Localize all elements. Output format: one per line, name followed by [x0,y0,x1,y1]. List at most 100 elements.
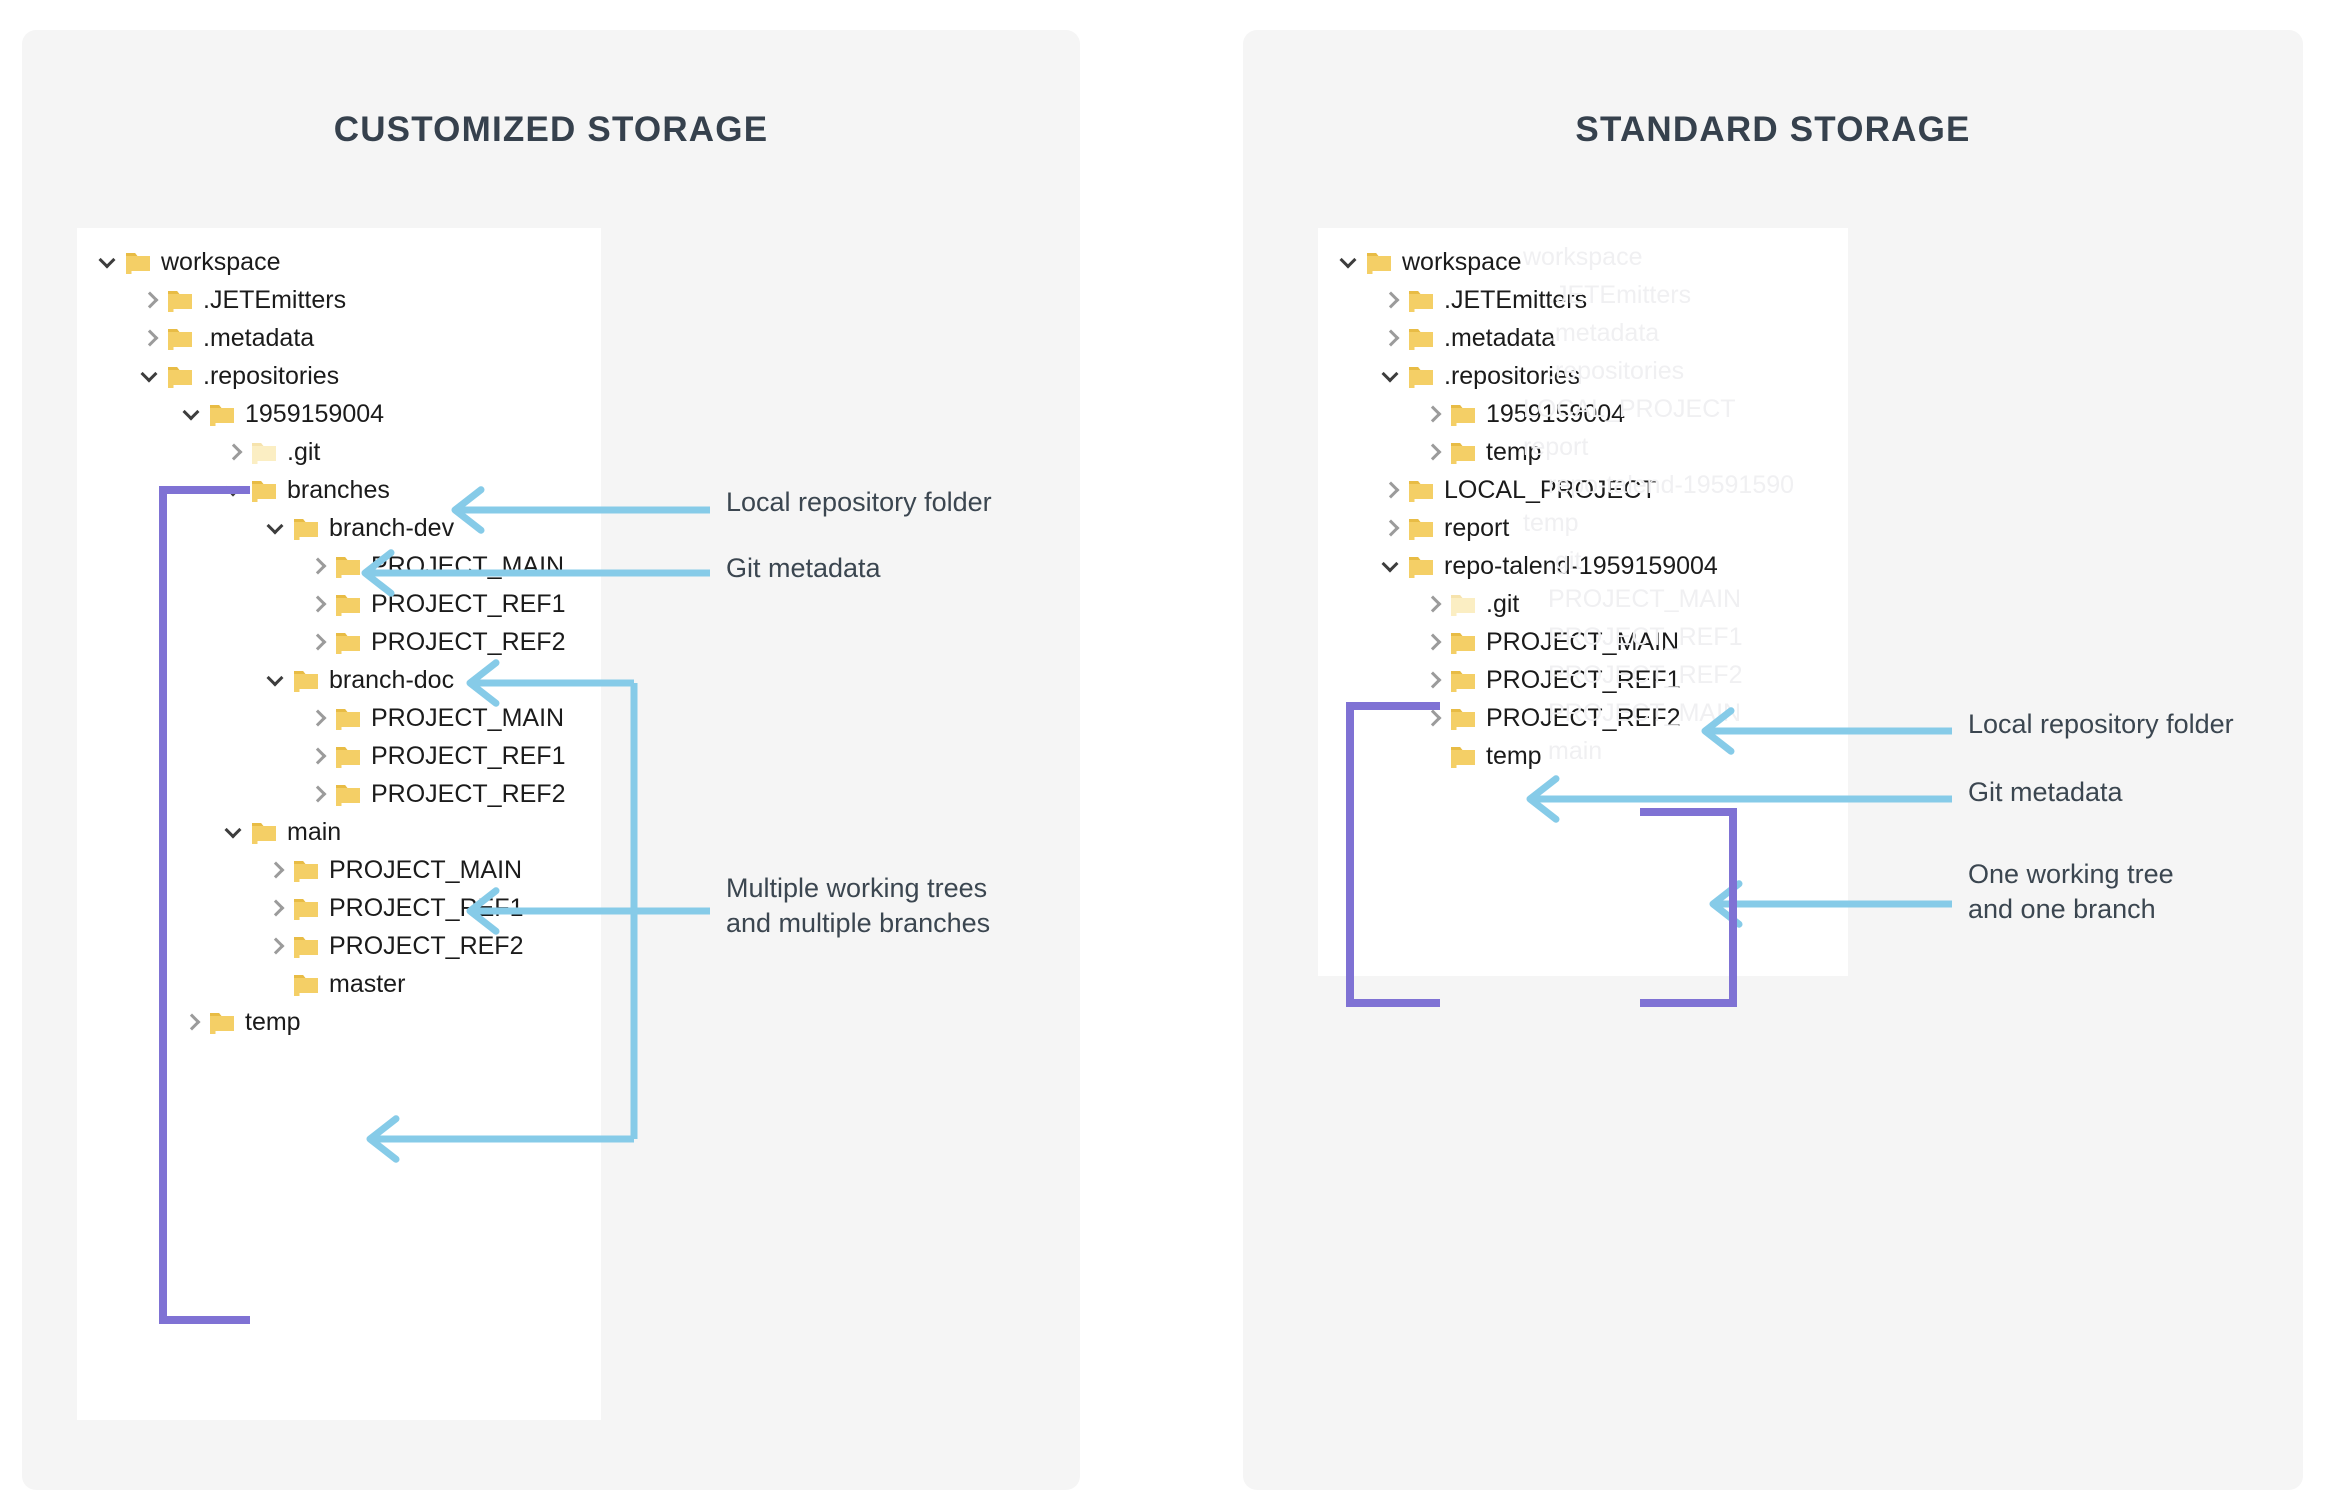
annotation-multiple-working-trees: Multiple working trees and multiple bran… [726,873,991,938]
folder-icon [1450,593,1476,616]
folder-icon [209,403,235,426]
tree-item-label: temp [245,1007,301,1036]
chevron-down-icon[interactable] [263,515,289,541]
tree-item-label: temp [1486,741,1542,770]
tree-item-temp[interactable]: temp [1420,433,1542,471]
chevron-down-icon[interactable] [221,819,247,845]
tree-item-project-ref1[interactable]: PROJECT_REF1 [305,737,565,775]
tree-item-project-ref1[interactable]: PROJECT_REF1 [263,889,523,927]
folder-icon [335,555,361,578]
tree-item-local-project[interactable]: LOCAL_PROJECT [1378,471,1657,509]
chevron-right-icon[interactable] [1420,439,1446,465]
tree-item-label: PROJECT_MAIN [329,855,523,884]
tree-item--jetemitters[interactable]: .JETEmitters [137,281,346,319]
tree-item-branch-doc[interactable]: branch-doc [263,661,454,699]
file-tree-standard[interactable]: workspace.JETEmitters.metadata .repositor… [1318,228,1848,976]
chevron-down-icon[interactable] [1378,363,1404,389]
chevron-right-icon[interactable] [263,857,289,883]
chevron-right-icon[interactable] [221,439,247,465]
tree-item-report[interactable]: report [1378,509,1509,547]
tree-item-temp[interactable]: temp [1420,737,1542,775]
chevron-down-icon[interactable] [1336,249,1362,275]
folder-icon [251,441,277,464]
chevron-down-icon[interactable] [137,363,163,389]
tree-item-label: report [1444,513,1510,542]
tree-item-branch-dev[interactable]: branch-dev [263,509,454,547]
chevron-right-icon[interactable] [137,325,163,351]
tree-item-project-ref1[interactable]: PROJECT_REF1 [1420,661,1680,699]
tree-item-1959159004[interactable]: 1959159004 [1420,395,1625,433]
chevron-down-icon[interactable] [179,401,205,427]
chevron-right-icon[interactable] [1420,705,1446,731]
ghost-text: temp [1523,509,1579,537]
tree-item-1959159004[interactable]: 1959159004 [179,395,384,433]
chevron-right-icon[interactable] [305,781,331,807]
chevron-right-icon[interactable] [1420,401,1446,427]
tree-item-main[interactable]: main [221,813,341,851]
chevron-right-icon[interactable] [305,591,331,617]
tree-item-project-main[interactable]: PROJECT_MAIN [305,547,564,585]
tree-item-temp[interactable]: temp [179,1003,301,1041]
chevron-right-icon[interactable] [1420,667,1446,693]
tree-item-project-ref2[interactable]: PROJECT_REF2 [305,623,565,661]
chevron-right-icon[interactable] [263,895,289,921]
chevron-right-icon[interactable] [1378,515,1404,541]
folder-icon [167,327,193,350]
chevron-down-icon[interactable] [263,667,289,693]
tree-item-project-ref2[interactable]: PROJECT_REF2 [263,927,523,965]
tree-item-workspace[interactable]: workspace [95,243,281,281]
folder-icon [167,365,193,388]
tree-item-label: temp [1486,437,1542,466]
tree-item-master[interactable]: master [263,965,405,1003]
tree-item--git[interactable]: .git [221,433,320,471]
tree-item-label: .git [287,437,321,466]
chevron-right-icon[interactable] [1378,325,1404,351]
tree-item-repo-talend-1959159004[interactable]: repo-talend-1959159004 [1378,547,1718,585]
chevron-right-icon[interactable] [1378,477,1404,503]
chevron-right-icon[interactable] [137,287,163,313]
chevron-right-icon[interactable] [305,629,331,655]
chevron-down-icon[interactable] [1378,553,1404,579]
ghost-text: main [1548,737,1603,765]
chevron-right-icon[interactable] [305,705,331,731]
chevron-down-icon[interactable] [95,249,121,275]
folder-icon [1408,365,1434,388]
tree-item-label: PROJECT_REF1 [371,741,566,770]
file-tree-customized[interactable]: workspace.JETEmitters.metadata .repositor… [77,228,601,1420]
chevron-down-icon[interactable] [221,477,247,503]
tree-item-label: PROJECT_MAIN [371,703,565,732]
chevron-right-icon[interactable] [263,933,289,959]
tree-item-project-main[interactable]: PROJECT_MAIN [263,851,522,889]
folder-icon [335,745,361,768]
tree-item--repositories[interactable]: .repositories [1378,357,1580,395]
chevron-placeholder-icon [1420,743,1446,769]
tree-item-project-ref2[interactable]: PROJECT_REF2 [1420,699,1680,737]
tree-item-branches[interactable]: branches [221,471,390,509]
tree-item--metadata[interactable]: .metadata [1378,319,1555,357]
tree-item-label: 1959159004 [1486,399,1626,428]
chevron-right-icon[interactable] [305,553,331,579]
tree-item-label: .repositories [1444,361,1581,390]
tree-item-project-ref2[interactable]: PROJECT_REF2 [305,775,565,813]
tree-item--git[interactable]: .git [1420,585,1519,623]
tree-item-label: PROJECT_REF2 [329,931,524,960]
folder-icon [1408,517,1434,540]
chevron-right-icon[interactable] [305,743,331,769]
folder-icon [209,1011,235,1034]
tree-item-project-ref1[interactable]: PROJECT_REF1 [305,585,565,623]
folder-icon [335,631,361,654]
tree-item-label: LOCAL_PROJECT [1444,475,1657,504]
tree-item-project-main[interactable]: PROJECT_MAIN [305,699,564,737]
chevron-right-icon[interactable] [179,1009,205,1035]
tree-item--repositories[interactable]: .repositories [137,357,339,395]
tree-item-label: PROJECT_REF2 [1486,703,1681,732]
tree-item--metadata[interactable]: .metadata [137,319,314,357]
tree-item-label: .repositories [203,361,340,390]
chevron-right-icon[interactable] [1420,591,1446,617]
folder-icon [1408,327,1434,350]
tree-item-workspace[interactable]: workspace [1336,243,1522,281]
chevron-right-icon[interactable] [1378,287,1404,313]
tree-item-project-main[interactable]: PROJECT_MAIN [1420,623,1679,661]
chevron-right-icon[interactable] [1420,629,1446,655]
tree-item--jetemitters[interactable]: .JETEmitters [1378,281,1587,319]
